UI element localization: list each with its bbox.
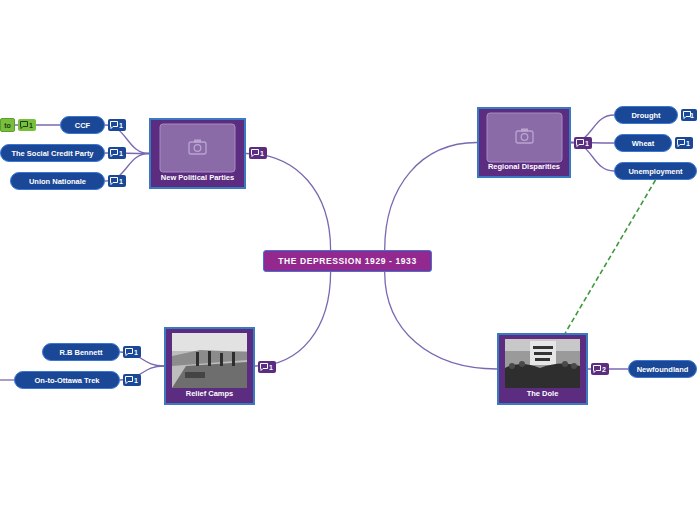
- callout-number: 1: [585, 140, 589, 147]
- comment-badge: 1: [18, 119, 36, 131]
- branch-line: [246, 154, 331, 251]
- comment-badge: 1: [574, 137, 592, 149]
- comment-icon: [20, 121, 28, 129]
- callout-number: 1: [269, 364, 273, 371]
- node-text: Union Nationale: [29, 177, 86, 186]
- comment-badge: 1: [123, 374, 141, 386]
- callout-number: 1: [119, 178, 123, 185]
- branch-line: [385, 272, 497, 369]
- topic-box: The Dole: [497, 333, 588, 405]
- relation-line: [565, 180, 655, 333]
- comment-icon: [110, 149, 118, 157]
- topic-box: Regional Disparities: [477, 107, 571, 178]
- subtopic-pill: CCF: [60, 116, 105, 134]
- central-topic: THE DEPRESSION 1929 - 1933: [263, 250, 432, 272]
- callout-number: 1: [134, 349, 138, 356]
- comment-icon: [260, 363, 268, 371]
- comment-badge: 1: [108, 147, 126, 159]
- comment-badge: 2: [591, 363, 609, 375]
- comment-badge: 1: [258, 361, 276, 373]
- node-text: R.B Bennett: [60, 348, 103, 357]
- node-text: On-to-Ottawa Trek: [34, 376, 99, 385]
- branch-line: [385, 143, 477, 251]
- comment-badge: 1: [123, 346, 141, 358]
- comment-badge: 1: [108, 119, 126, 131]
- subtopic-pill: R.B Bennett: [42, 343, 120, 361]
- comment-badge: 1: [249, 147, 267, 159]
- node-text: The Dole: [527, 389, 559, 398]
- callout-number: 1: [119, 150, 123, 157]
- callout-number: 1: [686, 140, 690, 147]
- node-text: Newfoundland: [637, 365, 689, 374]
- comment-badge: 1: [108, 175, 126, 187]
- comment-icon: [110, 177, 118, 185]
- node-text: to: [4, 122, 11, 129]
- comment-icon: [677, 139, 685, 147]
- node-text: Drought: [631, 111, 660, 120]
- node-text: THE DEPRESSION 1929 - 1933: [278, 256, 416, 266]
- callout-number: 1: [29, 122, 33, 129]
- comment-icon: [125, 348, 133, 356]
- comment-icon: [251, 149, 259, 157]
- topic-box: Relief Camps: [164, 327, 255, 405]
- subtopic-pill: Union Nationale: [10, 172, 105, 190]
- node-text: Regional Disparities: [488, 162, 560, 171]
- subtopic-pill: The Social Credit Party: [0, 144, 105, 162]
- branch-line: [255, 272, 331, 366]
- comment-badge: 1: [675, 137, 693, 149]
- tag-box: to: [0, 118, 15, 132]
- subtopic-pill: Unemployment: [614, 162, 697, 180]
- comment-icon: [125, 376, 133, 384]
- comment-icon: [593, 365, 601, 373]
- comment-icon: [110, 121, 118, 129]
- topic-box: New Political Parties: [149, 118, 246, 189]
- subtopic-pill: Drought: [614, 106, 678, 124]
- comment-icon: [576, 139, 584, 147]
- node-text: Unemployment: [628, 167, 682, 176]
- node-text: Relief Camps: [186, 389, 234, 398]
- leader-line: [0, 379, 14, 380]
- node-text: Wheat: [632, 139, 655, 148]
- subtopic-pill: On-to-Ottawa Trek: [14, 371, 120, 389]
- callout-number: 1: [119, 122, 123, 129]
- comment-icon: [683, 111, 691, 119]
- node-text: The Social Credit Party: [11, 149, 93, 158]
- callout-number: 1: [134, 377, 138, 384]
- node-text: CCF: [75, 121, 90, 130]
- comment-badge: 1: [681, 109, 697, 121]
- callout-number: 1: [260, 150, 264, 157]
- node-text: New Political Parties: [161, 173, 234, 182]
- callout-number: 2: [602, 366, 606, 373]
- subtopic-pill: Wheat: [614, 134, 672, 152]
- subtopic-pill: Newfoundland: [628, 360, 697, 378]
